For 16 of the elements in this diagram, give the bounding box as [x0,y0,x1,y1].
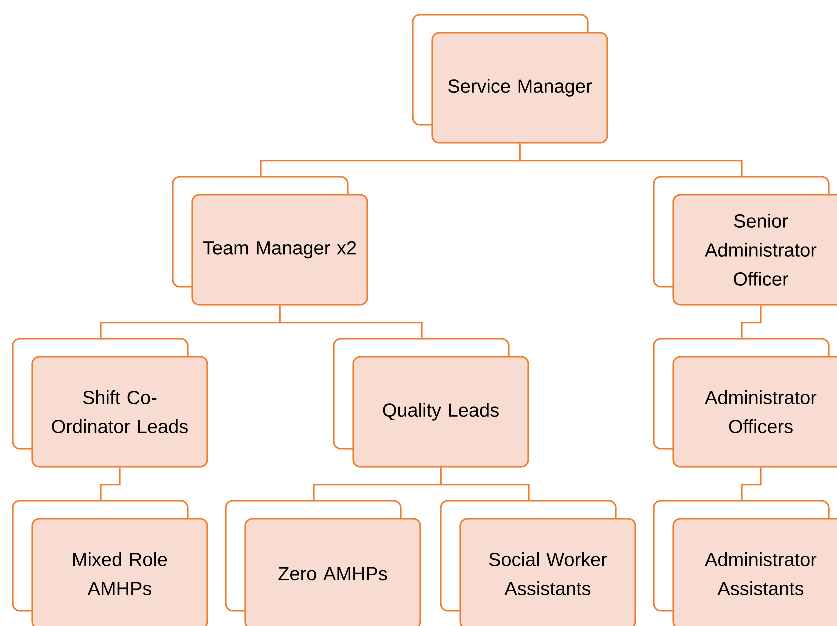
connector-line [741,306,762,338]
org-chart-box: Team Manager x2 [172,176,368,306]
org-chart-box: Senior Administrator Officer [653,176,837,306]
org-chart-box: Administrator Assistants [653,500,837,626]
connector-line [100,468,121,500]
org-chart-box: Mixed Role AMHPs [12,500,208,626]
org-chart-box: Service Manager [412,14,608,144]
org-chart-box: Zero AMHPs [225,500,422,626]
connector-line [519,144,743,176]
org-chart-box: Administrator Officers [653,338,837,468]
connector-line [741,468,762,500]
org-chart-box: Social Worker Assistants [440,500,636,626]
connector-line [279,306,423,338]
connector-line [440,468,530,500]
org-chart-box: Shift Co-Ordinator Leads [12,338,208,468]
org-chart-box: Quality Leads [333,338,530,468]
